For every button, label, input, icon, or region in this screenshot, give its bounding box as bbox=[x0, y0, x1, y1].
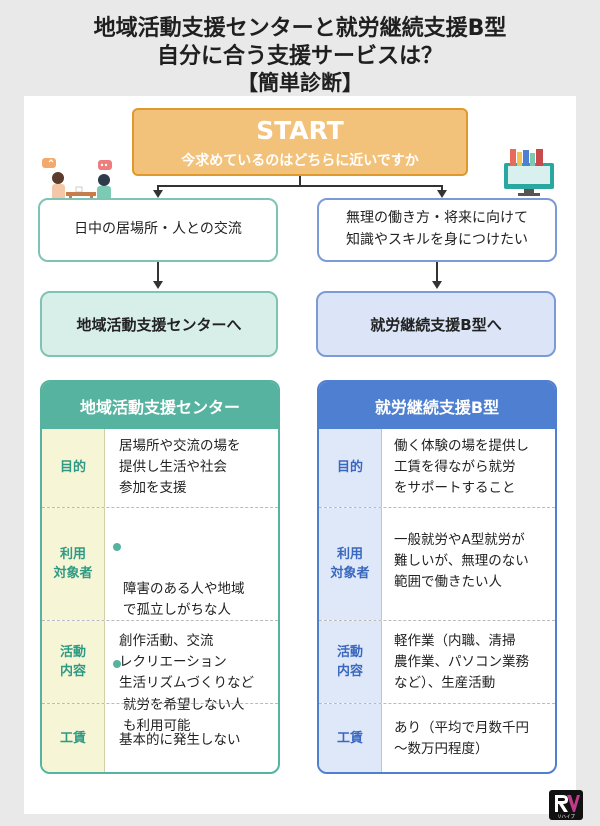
row-text: 一般就労やA型就労が 難しいが、無理のない 範囲で働きたい人 bbox=[394, 532, 529, 590]
bullet-text: 障害のある人や地域 で孤立しがちな人 bbox=[123, 580, 245, 618]
card-right-row-activity: 活動 内容 軽作業（内職、清掃 農作業、パソコン業務 など）、生産活動 bbox=[319, 621, 555, 703]
card-right-row-purpose: 目的 働く体験の場を提供し 工賃を得ながら就労 をサポートすること bbox=[319, 429, 555, 507]
arrow-to-left-result bbox=[153, 281, 163, 289]
row-text-bullets: 障害のある人や地域 で孤立しがちな人 就労を希望しない人 も利用可能 bbox=[105, 508, 278, 734]
page-title-line-1: 地域活動支援センターと就労継続支援B型 bbox=[93, 16, 507, 41]
card-left-title: 地域活動支援センター bbox=[42, 382, 278, 429]
bullet-dot bbox=[113, 542, 121, 551]
row-label: 工賃 bbox=[42, 704, 105, 772]
card-right-row-target: 利用 対象者 一般就労やA型就労が 難しいが、無理のない 範囲で働きたい人 bbox=[319, 508, 555, 620]
row-label: 工賃 bbox=[319, 704, 382, 772]
option-left-text: 日中の居場所・人との交流 bbox=[74, 221, 242, 238]
card-left-row-wage: 工賃 基本的に発生しない bbox=[42, 704, 278, 772]
start-question: 今求めているのはどちらに近いですか bbox=[181, 153, 419, 169]
result-right: 就労継続支援B型へ bbox=[316, 291, 556, 357]
connector-right-down bbox=[441, 185, 443, 191]
connector-start-down bbox=[299, 176, 301, 186]
bullet-dot bbox=[113, 659, 121, 668]
monitor-books-icon bbox=[504, 149, 554, 196]
card-community-center: 地域活動支援センター 目的 居場所や交流の場を 提供し生活や社会 参加を支援 利… bbox=[40, 380, 280, 774]
result-left-text: 地域活動支援センターへ bbox=[76, 315, 242, 334]
option-left: 日中の居場所・人との交流 bbox=[38, 198, 278, 262]
card-type-b-support: 就労継続支援B型 目的 働く体験の場を提供し 工賃を得ながら就労 をサポートする… bbox=[317, 380, 557, 774]
card-left-row-activity: 活動 内容 創作活動、交流 レクリエーション 生活リズムづくりなど bbox=[42, 621, 278, 703]
bullet-item: 就労を希望しない人 も利用可能 bbox=[113, 654, 272, 738]
row-text: 軽作業（内職、清掃 農作業、パソコン業務 など）、生産活動 bbox=[394, 633, 529, 691]
option-right-text: 無理の働き方・将来に向けて 知識やスキルを身につけたい bbox=[346, 210, 528, 248]
connector-left-result bbox=[157, 262, 159, 282]
card-right-row-wage: 工賃 あり（平均で月数千円 〜数万円程度） bbox=[319, 704, 555, 772]
connector-right-result bbox=[436, 262, 438, 282]
row-divider bbox=[319, 507, 555, 508]
start-box: START 今求めているのはどちらに近いですか bbox=[132, 108, 468, 176]
start-label: START bbox=[256, 116, 344, 145]
bullet-text: 就労を希望しない人 も利用可能 bbox=[123, 697, 245, 735]
page-title-line-2: 自分に合う支援サービスは？ bbox=[156, 44, 443, 69]
arrow-to-right-result bbox=[432, 281, 442, 289]
row-divider bbox=[319, 620, 555, 621]
result-right-text: 就労継続支援B型へ bbox=[370, 315, 502, 334]
result-left: 地域活動支援センターへ bbox=[40, 291, 278, 357]
page-title-line-3: 【簡単診断】 bbox=[237, 71, 363, 95]
arrow-to-left-option bbox=[153, 190, 163, 198]
row-label: 目的 bbox=[319, 429, 382, 507]
row-label: 利用 対象者 bbox=[319, 508, 382, 620]
row-divider bbox=[319, 703, 555, 704]
row-label: 活動 内容 bbox=[319, 621, 382, 703]
arrow-to-right-option bbox=[437, 190, 447, 198]
row-divider bbox=[42, 507, 278, 508]
card-left-row-target: 利用 対象者 障害のある人や地域 で孤立しがちな人 就労を希望しない人 も利用可… bbox=[42, 508, 278, 734]
row-divider bbox=[42, 703, 278, 704]
row-label: 活動 内容 bbox=[42, 621, 105, 703]
card-left-row-purpose: 目的 居場所や交流の場を 提供し生活や社会 参加を支援 bbox=[42, 429, 278, 507]
row-label: 利用 対象者 bbox=[42, 508, 105, 620]
svg-text:リハイブ: リハイブ bbox=[557, 813, 575, 820]
bullet-item: 障害のある人や地域 で孤立しがちな人 bbox=[113, 537, 272, 621]
card-right-title: 就労継続支援B型 bbox=[319, 382, 555, 429]
row-text: あり（平均で月数千円 〜数万円程度） bbox=[394, 720, 529, 757]
row-text: 居場所や交流の場を 提供し生活や社会 参加を支援 bbox=[119, 438, 241, 496]
rehive-logo: リハイブ bbox=[549, 790, 583, 820]
row-label: 目的 bbox=[42, 429, 105, 507]
row-text: 創作活動、交流 レクリエーション 生活リズムづくりなど bbox=[119, 633, 254, 691]
row-text: 働く体験の場を提供し 工賃を得ながら就労 をサポートすること bbox=[394, 438, 529, 496]
connector-branch bbox=[157, 185, 443, 187]
row-text: 基本的に発生しない bbox=[119, 732, 241, 748]
row-divider bbox=[42, 620, 278, 621]
connector-left-down bbox=[157, 185, 159, 191]
people-talking-icon bbox=[42, 158, 112, 208]
option-right: 無理の働き方・将来に向けて 知識やスキルを身につけたい bbox=[317, 198, 557, 262]
